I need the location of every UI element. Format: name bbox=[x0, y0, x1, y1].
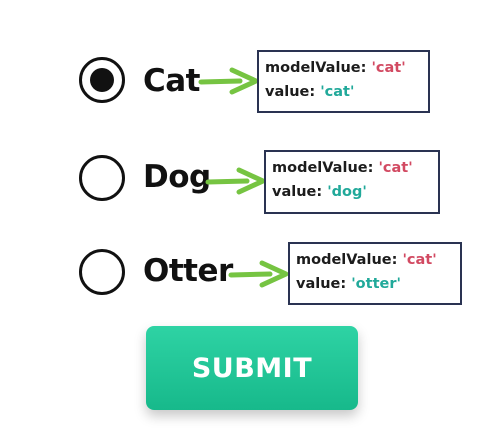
radio-selected-dot bbox=[90, 68, 114, 92]
value-info-box-otter: modelValue: 'cat' value: 'otter' bbox=[288, 242, 462, 305]
arrow-right-icon bbox=[228, 260, 289, 288]
radio-otter[interactable] bbox=[79, 249, 125, 295]
arrow-right-icon bbox=[198, 67, 259, 95]
model-value-line: modelValue: 'cat' bbox=[265, 60, 406, 76]
value-line: value: 'otter' bbox=[296, 276, 401, 292]
radio-dog[interactable] bbox=[79, 155, 125, 201]
option-label-dog: Dog bbox=[143, 159, 211, 195]
model-value-line: modelValue: 'cat' bbox=[296, 252, 437, 268]
value-line: value: 'dog' bbox=[272, 184, 367, 200]
option-label-cat: Cat bbox=[143, 63, 201, 99]
option-label-otter: Otter bbox=[143, 253, 233, 289]
value-info-box-dog: modelValue: 'cat' value: 'dog' bbox=[264, 150, 440, 214]
model-value-line: modelValue: 'cat' bbox=[272, 160, 413, 176]
radio-cat[interactable] bbox=[79, 57, 125, 103]
arrow-right-icon bbox=[205, 167, 266, 195]
submit-button[interactable]: SUBMIT bbox=[146, 326, 358, 410]
value-info-box-cat: modelValue: 'cat' value: 'cat' bbox=[257, 50, 430, 113]
value-line: value: 'cat' bbox=[265, 84, 355, 100]
